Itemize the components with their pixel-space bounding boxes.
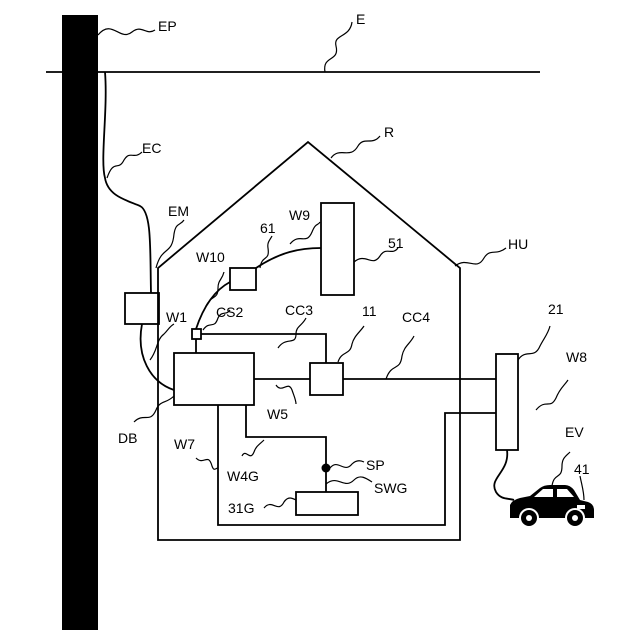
label-db: DB [118, 430, 137, 446]
service-cable [103, 72, 151, 293]
label-em: EM [168, 203, 189, 219]
label-hu: HU [508, 236, 528, 252]
label-61: 61 [260, 220, 276, 236]
label-sp: SP [366, 457, 385, 473]
label-w8: W8 [566, 349, 587, 365]
label-31g: 31G [228, 500, 254, 516]
device-61 [230, 268, 256, 290]
control-line-cc3 [201, 334, 326, 363]
label-ec: EC [142, 140, 161, 156]
device-51 [321, 203, 354, 295]
label-cc3: CC3 [285, 302, 313, 318]
label-swg: SWG [374, 480, 407, 496]
label-cs2: CS2 [216, 304, 243, 320]
label-w9: W9 [289, 207, 310, 223]
label-r: R [384, 124, 394, 140]
electric-meter [125, 293, 159, 324]
house-outline [158, 142, 460, 540]
wire-w7 [218, 405, 496, 525]
device-31g [296, 492, 358, 515]
label-w4g: W4G [227, 468, 259, 484]
charger-21 [496, 354, 518, 450]
cable-w8 [494, 450, 514, 500]
label-w10: W10 [196, 249, 225, 265]
current-sensor-cs2 [192, 329, 201, 339]
label-e: E [356, 11, 365, 27]
label-w5: W5 [267, 406, 288, 422]
label-ep: EP [158, 18, 177, 34]
label-41: 41 [574, 461, 590, 477]
device-11 [310, 363, 343, 395]
label-51: 51 [388, 235, 404, 251]
label-w7: W7 [174, 436, 195, 452]
label-cc4: CC4 [402, 309, 430, 325]
electric-vehicle-icon [510, 485, 594, 527]
distribution-board [174, 353, 254, 405]
label-ev: EV [565, 424, 584, 440]
label-w1: W1 [166, 309, 187, 325]
leader-lines [98, 22, 584, 508]
label-11: 11 [362, 303, 377, 319]
label-21: 21 [548, 301, 564, 317]
electric-pole [62, 15, 98, 630]
